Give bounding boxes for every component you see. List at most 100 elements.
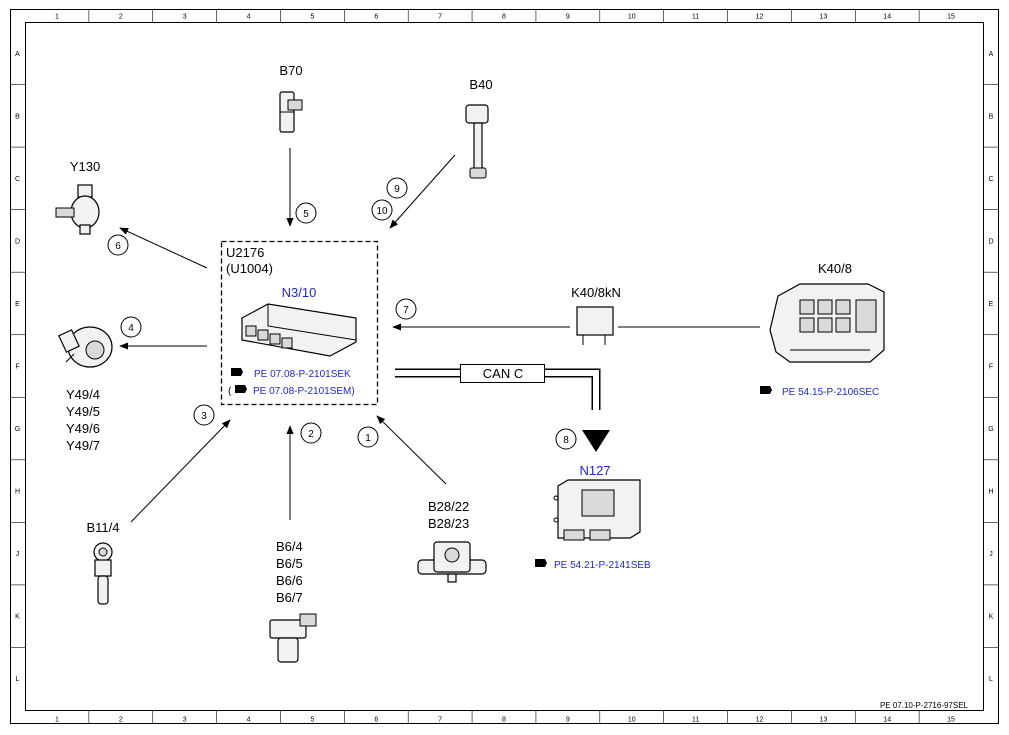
doc-ref-icon [535, 559, 547, 567]
grid-col-7: 7 [438, 717, 442, 724]
svg-text:10: 10 [376, 206, 388, 217]
n3-10-doc-link-2-prefix: ( [228, 386, 232, 397]
n127-doc-link[interactable]: PE 54.21-P-2141SEB [554, 560, 651, 571]
n127-label: N127 [579, 463, 610, 478]
callout-2: 2 [300, 422, 322, 444]
doc-ref-icon [231, 368, 243, 376]
grid-row-K: K [989, 614, 994, 621]
grid-row-A: A [15, 51, 20, 58]
k40-8-fuse-relay-module-icon[interactable] [769, 283, 885, 363]
k40-8kn-relay-icon[interactable] [576, 306, 614, 345]
b28-22-label: B28/22 [428, 499, 469, 514]
grid-column-labels: 1122334455667788991010111112121313141415… [55, 10, 955, 724]
callout-6: 6 [107, 234, 129, 256]
callout-9: 9 [386, 177, 408, 199]
grid-row-K: K [15, 614, 20, 621]
u2176-group-boundary [220, 240, 379, 406]
grid-row-D: D [15, 238, 20, 245]
grid-row-B: B [15, 113, 20, 120]
svg-text:2: 2 [308, 429, 314, 440]
grid-col-5: 5 [310, 717, 314, 724]
callout-5: 5 [295, 202, 317, 224]
grid-row-D: D [988, 238, 993, 245]
doc-ref-icon [235, 385, 247, 393]
grid-row-L: L [989, 676, 993, 683]
callout-1: 1 [357, 426, 379, 448]
grid-row-J: J [989, 551, 993, 558]
grid-col-9: 9 [566, 717, 570, 724]
grid-col-6: 6 [374, 14, 378, 21]
grid-col-3: 3 [183, 14, 187, 21]
grid-row-A: A [989, 51, 994, 58]
y130-label: Y130 [70, 159, 100, 174]
can-c-label: CAN C [483, 366, 523, 381]
grid-col-1: 1 [55, 717, 59, 724]
can-c-bus [395, 364, 610, 452]
grid-row-E: E [989, 301, 994, 308]
y130-valve-icon[interactable] [55, 184, 100, 235]
n3-10-label: N3/10 [282, 285, 317, 300]
grid-row-G: G [988, 426, 993, 433]
b6-6-label: B6/6 [276, 573, 303, 588]
grid-col-15: 15 [947, 14, 955, 21]
n3-10-control-unit-icon[interactable] [241, 303, 357, 357]
n3-10-doc-link-2[interactable]: PE 07.08-P-2101SEM) [253, 386, 355, 397]
grid-row-H: H [15, 489, 20, 496]
grid-col-14: 14 [883, 14, 891, 21]
grid-row-F: F [989, 364, 993, 371]
grid-col-13: 13 [819, 14, 827, 21]
grid-col-15: 15 [947, 717, 955, 724]
grid-col-12: 12 [756, 717, 764, 724]
drawing-frame [10, 9, 999, 724]
grid-col-8: 8 [502, 717, 506, 724]
b40-sensor-icon[interactable] [465, 104, 489, 179]
signal-lines [119, 148, 760, 523]
grid-col-9: 9 [566, 14, 570, 21]
b6-camshaft-hall-sensor-icon[interactable] [269, 613, 317, 663]
n3-10-doc-link-1[interactable]: PE 07.08-P-2101SEK [254, 369, 351, 380]
grid-col-4: 4 [247, 717, 251, 724]
callout-7: 7 [395, 298, 417, 320]
grid-col-2: 2 [119, 14, 123, 21]
grid-row-C: C [988, 176, 993, 183]
grid-col-11: 11 [692, 717, 699, 724]
y49-4-label: Y49/4 [66, 387, 100, 402]
grid-col-8: 8 [502, 14, 506, 21]
b70-sensor-icon[interactable] [279, 91, 303, 133]
grid-row-L: L [16, 676, 20, 683]
drawing-reference-stamp: PE 07.10-P-2716-97SEL [880, 701, 969, 710]
n127-control-unit-icon[interactable] [553, 479, 641, 541]
grid-row-F: F [15, 364, 19, 371]
y49-7-label: Y49/7 [66, 438, 100, 453]
b11-4-temperature-sensor-icon[interactable] [93, 542, 113, 605]
b70-label: B70 [279, 63, 302, 78]
grid-col-5: 5 [310, 14, 314, 21]
b6-4-label: B6/4 [276, 539, 303, 554]
b40-label: B40 [469, 77, 492, 92]
grid-col-7: 7 [438, 14, 442, 21]
grid-col-4: 4 [247, 14, 251, 21]
k40-8kn-label: K40/8kN [571, 285, 621, 300]
grid-col-1: 1 [55, 14, 59, 21]
svg-text:3: 3 [201, 411, 207, 422]
k40-8-doc-link[interactable]: PE 54.15-P-2106SEC [782, 387, 879, 398]
b6-5-label: B6/5 [276, 556, 303, 571]
grid-row-G: G [15, 426, 20, 433]
grid-row-C: C [15, 176, 20, 183]
svg-text:7: 7 [403, 305, 409, 316]
grid-row-J: J [16, 551, 20, 558]
svg-text:4: 4 [128, 323, 134, 334]
callout-10: 10 [371, 199, 393, 221]
callout-4: 4 [120, 316, 142, 338]
callout-3: 3 [193, 404, 215, 426]
svg-text:1: 1 [365, 433, 371, 444]
b28-pressure-sensor-icon[interactable] [417, 541, 487, 583]
svg-text:5: 5 [303, 209, 309, 220]
y49-camshaft-solenoid-icon[interactable] [58, 326, 113, 368]
grid-col-6: 6 [374, 717, 378, 724]
grid-col-10: 10 [628, 717, 636, 724]
grid-col-14: 14 [883, 717, 891, 724]
y49-6-label: Y49/6 [66, 421, 100, 436]
grid-row-B: B [989, 113, 994, 120]
